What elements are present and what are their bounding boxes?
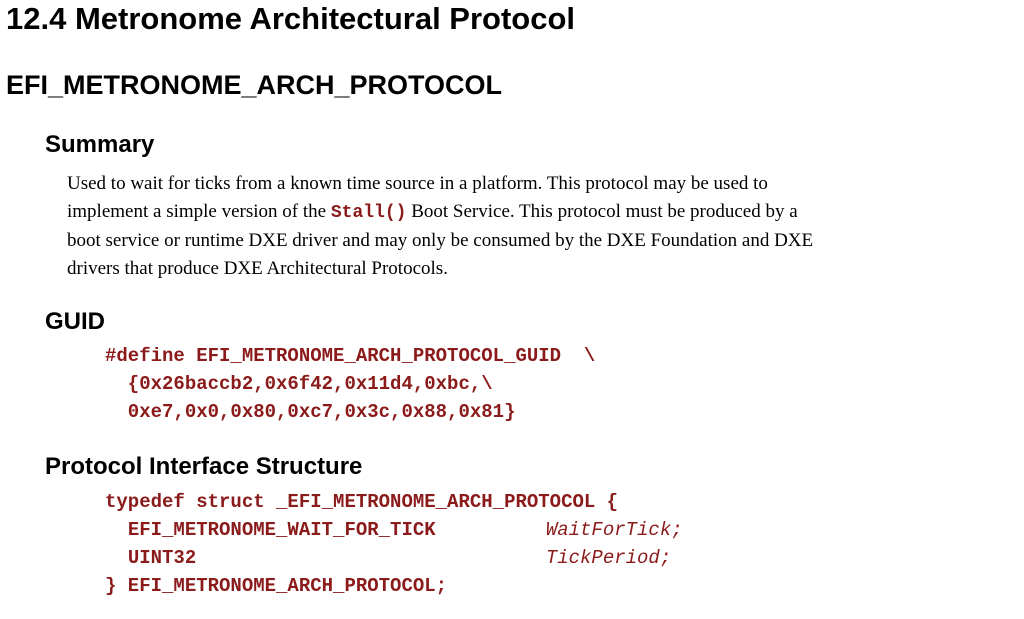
field-name: WaitForTick; [545,519,683,541]
struct-open-line: typedef struct _EFI_METRONOME_ARCH_PROTO… [105,491,619,513]
guid-value-line-1: {0x26baccb2,0x6f42,0x11d4,0xbc,\ [105,373,493,395]
protocol-name-heading: EFI_METRONOME_ARCH_PROTOCOL [6,70,503,100]
section-title: 12.4 Metronome Architectural Protocol [6,1,576,36]
summary-paragraph: Used to wait for ticks from a known time… [67,170,1017,283]
field-type: UINT32 [127,547,197,569]
summary-line-2-end: Boot Service. This protocol must be prod… [406,201,798,222]
summary-line-1: Used to wait for ticks from a known time… [67,173,768,194]
struct-field-row: EFI_METRONOME_WAIT_FOR_TICK WaitForTick; [105,516,683,544]
guid-heading: GUID [45,308,105,335]
struct-close-line: } EFI_METRONOME_ARCH_PROTOCOL; [105,575,448,597]
field-type: EFI_METRONOME_WAIT_FOR_TICK [127,519,436,541]
guid-code-block: #define EFI_METRONOME_ARCH_PROTOCOL_GUID… [105,342,595,426]
summary-line-3: boot service or runtime DXE driver and m… [67,230,814,251]
summary-line-2-start: implement a simple version of the [67,201,331,222]
summary-heading: Summary [45,131,155,158]
stall-function-ref: Stall() [330,203,407,223]
summary-line-4: drivers that produce DXE Architectural P… [67,258,448,279]
struct-field-row: UINT32 TickPeriod; [105,544,683,572]
struct-code-block: typedef struct _EFI_METRONOME_ARCH_PROTO… [105,488,683,600]
guid-value-line-2: 0xe7,0x0,0x80,0xc7,0x3c,0x88,0x81} [105,401,516,423]
summary-line-2: implement a simple version of the Stall(… [67,198,1017,227]
field-name: TickPeriod; [545,547,672,569]
guid-define-line: #define EFI_METRONOME_ARCH_PROTOCOL_GUID… [105,345,596,367]
interface-heading: Protocol Interface Structure [45,453,363,480]
